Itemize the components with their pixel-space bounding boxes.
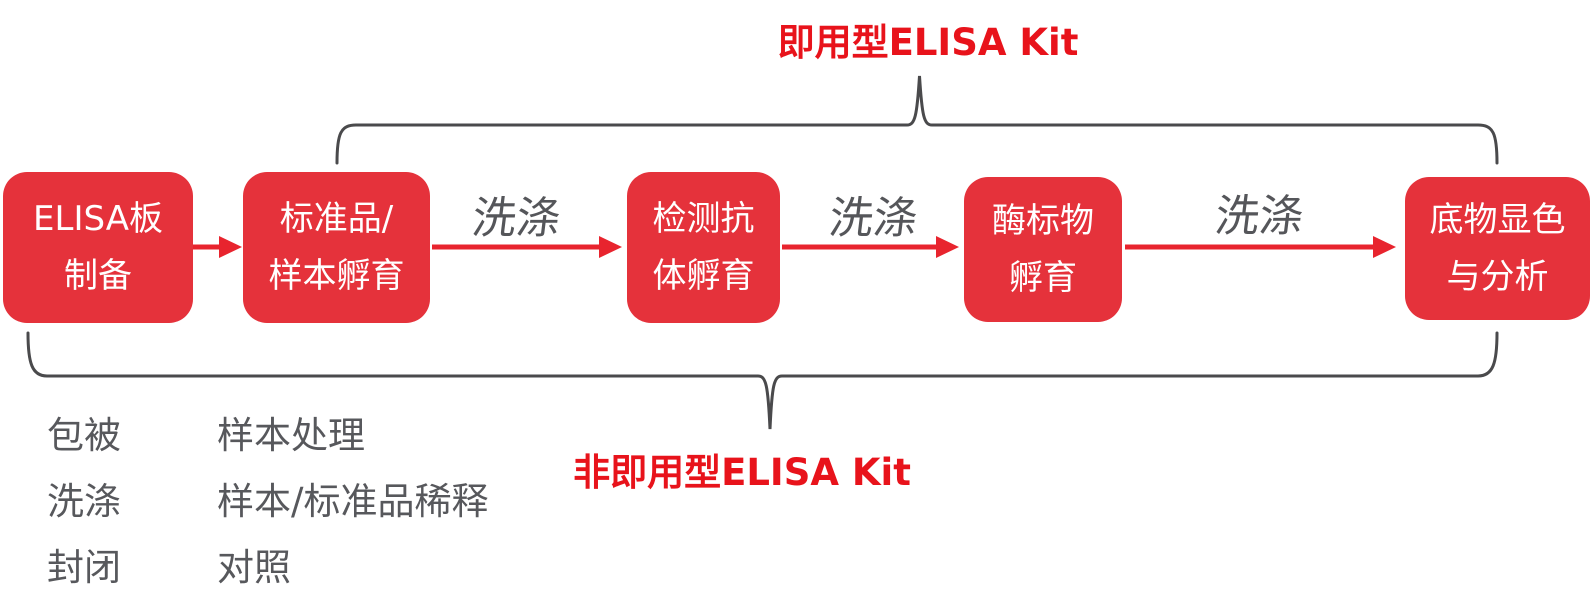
legend-item-washing: 洗涤 — [47, 480, 121, 523]
flow-step-label-line1: 底物显色 — [1429, 199, 1566, 240]
flow-arrow-4 — [1125, 236, 1396, 258]
flow-step-plate-prep: ELISA板 制备 — [3, 172, 193, 323]
flow-step-label-line1: ELISA板 — [33, 198, 163, 239]
legend-item-coating: 包被 — [47, 414, 121, 457]
flow-step-label-line1: 标准品/ — [279, 198, 394, 239]
flow-step-label-line2: 制备 — [64, 255, 132, 296]
ready-kit-title: 即用型ELISA Kit — [777, 21, 1079, 64]
legend-row: 封闭 对照 — [47, 531, 488, 597]
wash-label-2: 洗涤 — [826, 193, 921, 244]
legend-item-controls: 对照 — [217, 546, 291, 589]
legend-item-blocking: 封闭 — [47, 546, 121, 589]
top-brace — [335, 75, 1499, 165]
flow-step-substrate-analysis: 底物显色 与分析 — [1405, 177, 1590, 320]
flow-step-standard-sample-incubation: 标准品/ 样本孵育 — [243, 172, 430, 323]
flow-step-label-line2: 孵育 — [1009, 257, 1077, 298]
bottom-brace — [26, 331, 1499, 430]
flow-arrow-3 — [782, 236, 959, 258]
wash-label-1: 洗涤 — [469, 193, 564, 244]
flow-step-label-line2: 样本孵育 — [268, 255, 405, 296]
legend-item-sample-standard-dilution: 样本/标准品稀释 — [217, 480, 489, 523]
non-ready-kit-title: 非即用型ELISA Kit — [573, 451, 911, 494]
legend-row: 洗涤 样本/标准品稀释 — [47, 465, 488, 531]
flow-arrow-1 — [193, 236, 242, 258]
flow-step-label-line1: 酶标物 — [992, 200, 1094, 241]
legend-row: 包被 样本处理 — [47, 399, 488, 465]
legend-item-sample-processing: 样本处理 — [217, 414, 365, 457]
flow-step-label-line2: 体孵育 — [652, 255, 755, 296]
flow-step-detection-antibody-incubation: 检测抗 体孵育 — [627, 172, 780, 323]
flow-step-label-line2: 与分析 — [1446, 256, 1549, 297]
flow-step-label-line1: 检测抗 — [652, 198, 755, 239]
wash-label-3: 洗涤 — [1212, 191, 1307, 242]
flow-step-enzyme-conjugate-incubation: 酶标物 孵育 — [964, 177, 1122, 322]
non-ready-kit-extra-steps: 包被 样本处理 洗涤 样本/标准品稀释 封闭 对照 — [47, 399, 488, 597]
flow-arrow-2 — [432, 236, 622, 258]
